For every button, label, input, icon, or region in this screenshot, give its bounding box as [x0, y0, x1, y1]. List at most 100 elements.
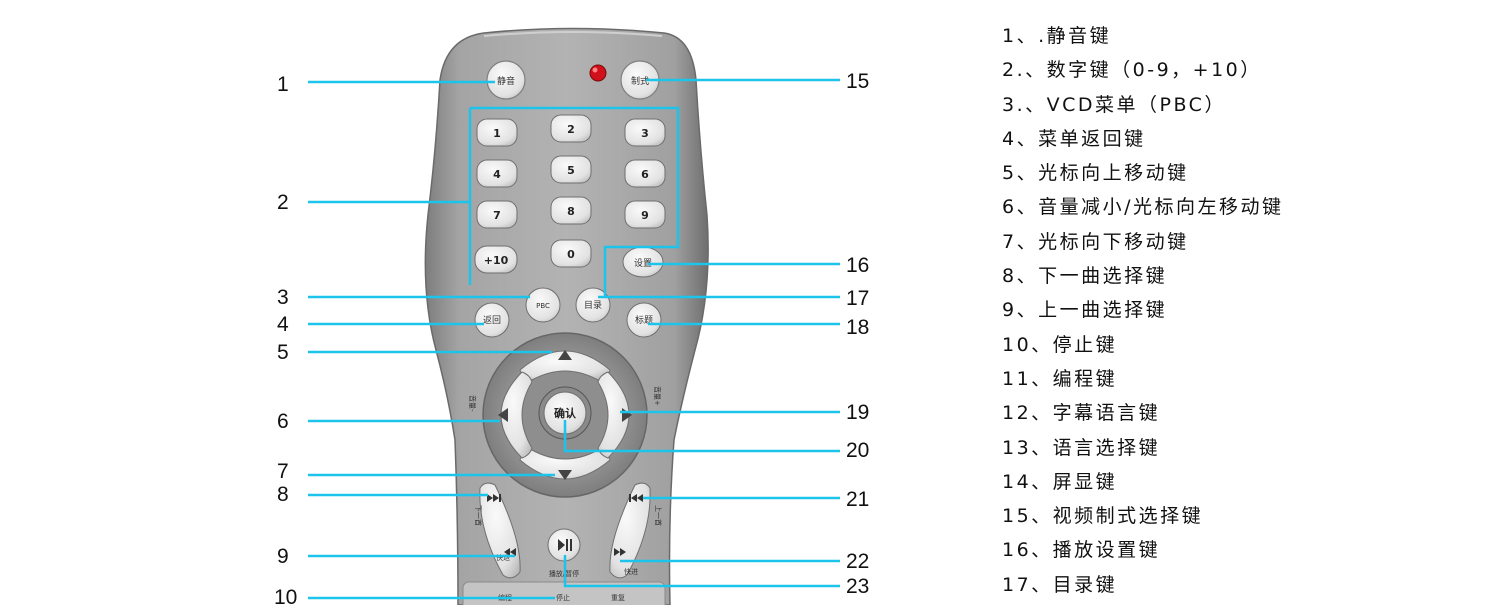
mute-label: 静音	[497, 75, 515, 87]
callout-8: 8	[277, 483, 289, 506]
led-indicator	[589, 64, 607, 82]
svg-text:返回: 返回	[483, 314, 501, 326]
next-track-icon	[487, 494, 501, 502]
callout-7: 7	[277, 460, 289, 483]
arrow-up-icon	[558, 350, 572, 360]
prev-track-icon	[629, 494, 643, 502]
legend-item: 15、视频制式选择键	[1002, 505, 1204, 528]
legend-item: 7、光标向下移动键	[1002, 230, 1189, 253]
fast-side-label: 快进	[624, 567, 638, 576]
next-side-label: 下一首	[474, 505, 483, 526]
pbc-button[interactable]: PBC	[525, 287, 561, 323]
dpad-left-button[interactable]	[498, 371, 533, 459]
callout-22: 22	[846, 550, 869, 573]
back-button[interactable]: 返回	[474, 302, 510, 338]
stop-button[interactable]: 停止	[556, 593, 570, 602]
legend-item: 3.、VCD菜单（PBC）	[1002, 93, 1226, 116]
callout-16: 16	[846, 254, 869, 277]
svg-text:8: 8	[567, 205, 575, 218]
rewind-side-label: 快退	[496, 553, 510, 562]
ok-button[interactable]: 确认	[538, 386, 592, 440]
svg-text:2: 2	[567, 123, 575, 136]
legend-item: 17、目录键	[1002, 573, 1118, 596]
legend-item: 16、播放设置键	[1002, 539, 1161, 562]
svg-text:5: 5	[567, 164, 575, 177]
prev-side-label: 上一首	[654, 505, 663, 526]
callout-5: 5	[277, 341, 289, 364]
callout-10: 10	[274, 586, 297, 605]
digit-9-button[interactable]: 9	[624, 200, 666, 229]
callout-1: 1	[277, 73, 289, 96]
legend-item: 1、.静音键	[1002, 25, 1112, 47]
svg-text:1: 1	[493, 127, 501, 140]
legend-item: 14、屏显键	[1002, 470, 1118, 493]
callout-18: 18	[846, 316, 869, 339]
legend-item: 11、编程键	[1002, 367, 1118, 390]
vol-up-label: 音量+	[653, 386, 662, 406]
svg-text:设置: 设置	[634, 258, 652, 269]
digit-7-button[interactable]: 7	[476, 200, 518, 229]
numpad-bracket	[470, 106, 680, 298]
callout-19: 19	[846, 401, 869, 424]
callout-6: 6	[277, 410, 289, 433]
legend-item: 13、语言选择键	[1002, 436, 1161, 459]
digit-8-button[interactable]: 8	[550, 196, 592, 225]
repeat-button[interactable]: 重复	[611, 593, 625, 602]
svg-text:0: 0	[567, 248, 575, 261]
led-highlight	[592, 67, 598, 73]
callout-3: 3	[277, 286, 289, 309]
leader-23	[563, 555, 840, 588]
digit-3-button[interactable]: 3	[624, 118, 666, 147]
mute-button[interactable]: 静音	[486, 60, 526, 100]
digit-1-button[interactable]: 1	[476, 118, 518, 147]
play-pause-icon	[558, 539, 572, 551]
svg-text:确认: 确认	[554, 406, 577, 420]
next-track-rocker[interactable]	[479, 482, 521, 579]
svg-text:3: 3	[641, 127, 649, 140]
legend-item: 4、菜单返回键	[1002, 127, 1146, 150]
fast-forward-icon	[614, 548, 626, 556]
title-button[interactable]: 标题	[626, 302, 662, 338]
callout-23: 23	[846, 575, 869, 598]
callout-17: 17	[846, 287, 869, 310]
prev-track-rocker[interactable]	[609, 482, 651, 579]
key-legend: 1、.静音键 2.、数字键（0-9，+10） 3.、VCD菜单（PBC） 4、菜…	[1002, 22, 1284, 605]
legend-item: 9、上一曲选择键	[1002, 299, 1168, 322]
plus10-button[interactable]: +10	[474, 245, 518, 274]
system-button[interactable]: 制式	[620, 60, 660, 100]
digit-5-button[interactable]: 5	[550, 155, 592, 184]
digit-6-button[interactable]: 6	[624, 159, 666, 188]
legend-item: 2.、数字键（0-9，+10）	[1002, 59, 1262, 82]
arrow-left-icon	[498, 408, 508, 422]
callout-15: 15	[846, 70, 869, 93]
rewind-icon	[504, 548, 516, 556]
play-pause-button[interactable]	[547, 528, 581, 562]
digit-0-button[interactable]: 0	[550, 239, 592, 268]
arrow-down-icon	[558, 470, 572, 480]
svg-text:6: 6	[641, 168, 649, 181]
setup-button[interactable]: 设置	[622, 246, 664, 278]
system-label: 制式	[631, 75, 649, 87]
svg-text:4: 4	[493, 168, 501, 181]
digit-2-button[interactable]: 2	[550, 114, 592, 143]
legend-item: 5、光标向上移动键	[1002, 162, 1189, 185]
remote-top-edge	[483, 31, 663, 37]
legend-item: 8、下一曲选择键	[1002, 265, 1168, 288]
digit-4-button[interactable]: 4	[476, 159, 518, 188]
vol-down-label: 音量-	[468, 395, 477, 412]
callout-9: 9	[277, 545, 289, 568]
callout-21: 21	[846, 488, 869, 511]
legend-item: 6、音量减小/光标向左移动键	[1002, 196, 1284, 219]
svg-text:PBC: PBC	[536, 302, 550, 310]
svg-text:7: 7	[493, 209, 501, 222]
svg-text:+10: +10	[484, 254, 509, 267]
callout-20: 20	[846, 439, 869, 462]
callout-2: 2	[277, 191, 289, 214]
svg-text:9: 9	[641, 209, 649, 222]
callout-4: 4	[277, 313, 289, 336]
number-pad: 1 2 3 4 5 6 7 8 9 +10 0	[474, 114, 666, 274]
leader-20	[563, 420, 840, 453]
legend-item: 12、字幕语言键	[1002, 402, 1161, 425]
